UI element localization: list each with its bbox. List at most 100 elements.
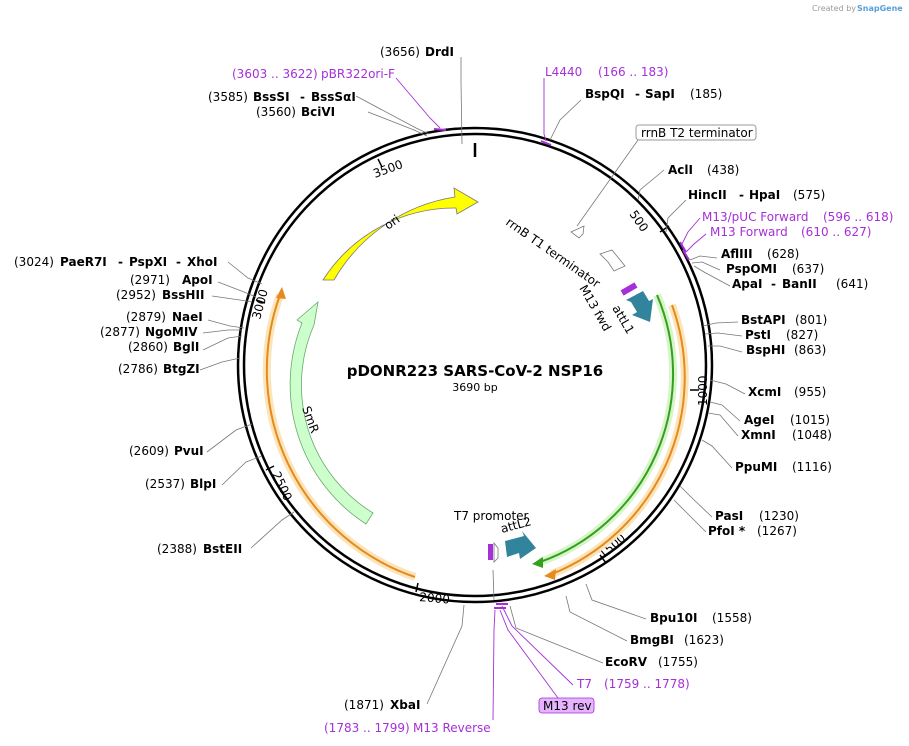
rrnb-t1-terminator-mark[interactable]	[599, 249, 626, 272]
xmni-label[interactable]: XmnI	[741, 428, 776, 442]
blpi-label[interactable]: BlpI	[190, 477, 216, 491]
tick-500	[659, 225, 670, 233]
bssi-dash: -	[300, 90, 305, 104]
naei-leader	[207, 319, 245, 329]
xcmi-label[interactable]: XcmI	[748, 385, 781, 399]
l4440-leader	[543, 78, 547, 142]
pbr322-label[interactable]: pBR322ori-F	[321, 67, 395, 81]
attl1-label: attL1	[609, 303, 637, 337]
xbai-label[interactable]: XbaI	[390, 698, 420, 712]
t7-primer-mark[interactable]	[488, 544, 493, 560]
m13rev-box[interactable]	[538, 697, 595, 714]
bssi-leader	[355, 95, 430, 135]
backbone-inner-ring	[242, 132, 708, 598]
ngomiv-leader	[202, 329, 242, 334]
paer7i-dash1: -	[118, 255, 123, 269]
agei-label[interactable]: AgeI	[744, 413, 774, 427]
bsphi-pos: (863)	[794, 343, 826, 357]
bpu10i-label[interactable]: Bpu10I	[650, 611, 697, 625]
bspqi-label[interactable]: BspQI	[585, 87, 625, 101]
bsshii-label[interactable]: BssHII	[162, 288, 204, 302]
m13rev-label[interactable]: M13 Reverse	[413, 721, 491, 735]
bssi-alt-label[interactable]: BssSαI	[311, 90, 356, 104]
bmgbi-label[interactable]: BmgBI	[630, 633, 674, 647]
bsphi-label[interactable]: BspHI	[746, 343, 785, 357]
pfoi-label[interactable]: PfoI *	[708, 524, 746, 538]
xcmi-pos: (955)	[794, 385, 826, 399]
tick-marks	[255, 158, 699, 593]
agei-pos: (1015)	[790, 413, 830, 427]
ngomiv-label[interactable]: NgoMIV	[145, 325, 198, 339]
xmni-leader	[707, 412, 739, 437]
bssi-pos: (3585)	[208, 90, 248, 104]
rrnb-t2-label-box[interactable]	[635, 124, 757, 141]
pspomi-pos: (637)	[792, 262, 824, 276]
apai-label[interactable]: ApaI	[732, 277, 762, 291]
t7-promoter-mark[interactable]	[493, 541, 499, 563]
pbr322-range: (3603 .. 3622)	[232, 67, 318, 81]
ecorv-pos: (1755)	[658, 655, 698, 669]
m13puc-label[interactable]: M13/pUC Forward	[702, 210, 809, 224]
l4440-label[interactable]: L4440	[545, 65, 582, 79]
bspqi-pos: (185)	[690, 87, 722, 101]
pspomi-label[interactable]: PspOMI	[726, 262, 777, 276]
bgli-pos: (2860)	[128, 340, 168, 354]
pasi-label[interactable]: PasI	[715, 509, 743, 523]
psti-label[interactable]: PstI	[745, 328, 771, 342]
xcmi-leader	[709, 379, 746, 395]
bsshii-leader	[211, 295, 253, 303]
acli-label[interactable]: AclI	[668, 163, 693, 177]
xhoi-label[interactable]: XhoI	[187, 255, 218, 269]
smr-feature-arrow[interactable]	[289, 300, 374, 525]
paer7i-label[interactable]: PaeR7I	[60, 255, 107, 269]
hincii-label[interactable]: HincII	[688, 188, 727, 202]
m13-fwd-primer-mark[interactable]	[620, 282, 638, 296]
xbai-pos: (1871)	[344, 698, 384, 712]
m13rev-leader	[492, 609, 496, 721]
rrnb-t2-terminator-mark[interactable]	[570, 225, 585, 239]
bgli-label[interactable]: BglI	[173, 340, 199, 354]
t7-label[interactable]: T7	[576, 677, 592, 691]
tick-2000	[415, 582, 419, 593]
hincii-leader	[665, 199, 687, 233]
pvui-label[interactable]: PvuI	[174, 444, 204, 458]
btgzi-label[interactable]: BtgZI	[163, 362, 200, 376]
bcivi-label[interactable]: BciVI	[301, 105, 335, 119]
m13-fwd-label: M13 fwd	[576, 283, 614, 334]
m13fwd-label[interactable]: M13 Forward	[710, 225, 788, 239]
pspxi-label[interactable]: PspXI	[129, 255, 167, 269]
pasi-pos: (1230)	[759, 509, 799, 523]
apai-dash: -	[771, 277, 776, 291]
bsteii-label[interactable]: BstEII	[203, 542, 242, 556]
m13rev-range: (1783 .. 1799)	[324, 721, 410, 735]
m13puc-range: (596 .. 618)	[823, 210, 893, 224]
bpu10i-leader	[585, 583, 647, 620]
apai-leader	[693, 265, 731, 287]
drdi-label[interactable]: DrdI	[425, 45, 454, 59]
m13puc-primer-mark[interactable]	[679, 241, 687, 253]
bstapi-label[interactable]: BstAPI	[741, 313, 786, 327]
attl2-feature-arrow[interactable]	[505, 531, 536, 559]
bssi-label[interactable]: BssSI	[253, 90, 290, 104]
ecorv-label[interactable]: EcoRV	[605, 655, 648, 669]
hincii-dash: -	[739, 188, 744, 202]
m13fwd-primer-mark[interactable]	[682, 249, 690, 261]
hpai-label[interactable]: HpaI	[749, 188, 780, 202]
aflii-label[interactable]: AflIII	[721, 247, 753, 261]
apoi-label[interactable]: ApoI	[182, 273, 213, 287]
l4440-primer-mark[interactable]	[540, 140, 552, 146]
banii-label[interactable]: BanII	[782, 277, 817, 291]
attl1-feature-arrow[interactable]	[626, 291, 653, 322]
ppumi-label[interactable]: PpuMI	[735, 460, 777, 474]
ppumi-leader	[701, 439, 733, 469]
acli-pos: (438)	[707, 163, 739, 177]
sapi-label[interactable]: SapI	[645, 87, 675, 101]
bsphi-leader	[708, 345, 743, 353]
left-orange-arrowhead	[276, 287, 286, 299]
pbr322-primer-mark[interactable]	[433, 128, 447, 131]
agei-leader	[709, 401, 741, 422]
naei-label[interactable]: NaeI	[172, 310, 203, 324]
ori-feature-arrow[interactable]	[322, 187, 479, 281]
bspqi-leader	[549, 99, 582, 141]
